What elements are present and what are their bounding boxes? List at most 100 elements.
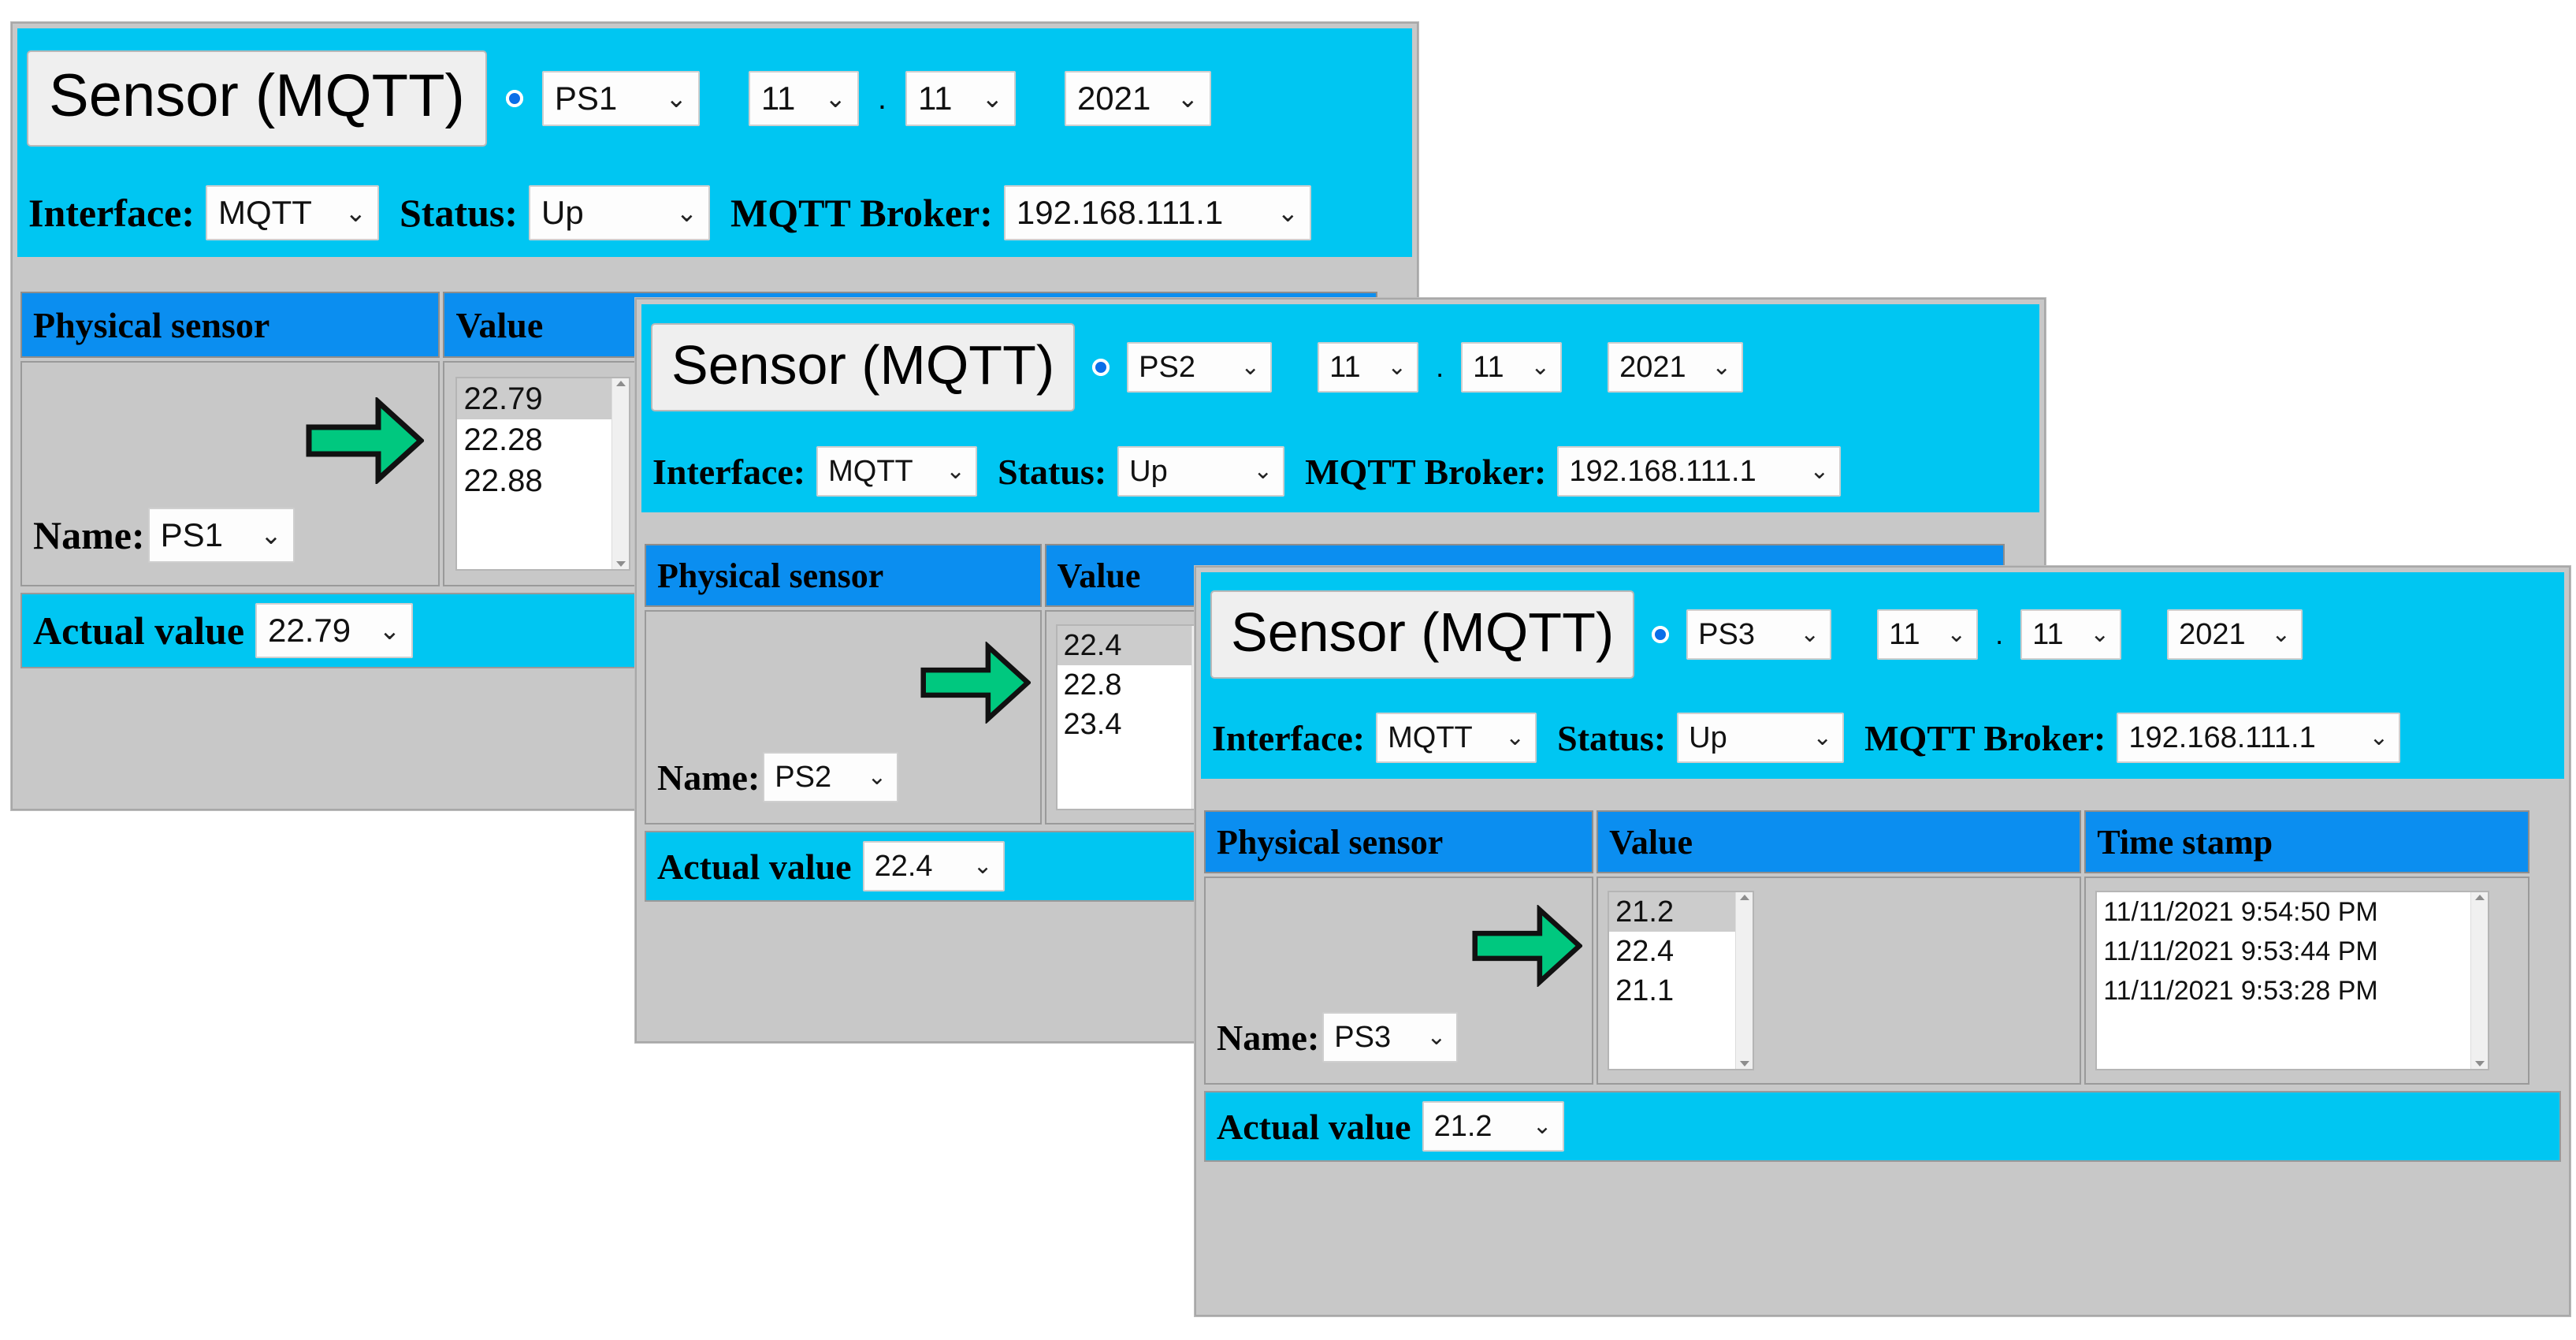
year-select-ps3[interactable]: 2021 ⌄	[2167, 609, 2303, 660]
day-select-ps3[interactable]: 11 ⌄	[1877, 609, 1979, 660]
scroll-down-arrow-icon[interactable]	[2474, 1061, 2485, 1066]
interface-select-ps2[interactable]: MQTT ⌄	[816, 446, 978, 497]
scroll-down-arrow-icon[interactable]	[1739, 1061, 1749, 1066]
radio-selected-icon[interactable]	[505, 90, 523, 107]
day-select-value: 11	[1329, 350, 1361, 384]
status-select-ps3[interactable]: Up ⌄	[1677, 713, 1845, 763]
chevron-down-icon: ⌄	[824, 83, 846, 113]
radio-selected-icon[interactable]	[1652, 626, 1670, 643]
name-select-ps2[interactable]: PS2 ⌄	[763, 752, 899, 802]
month-select-ps2[interactable]: 11 ⌄	[1461, 342, 1563, 393]
status-select-ps2[interactable]: Up ⌄	[1117, 446, 1285, 497]
physical-sensor-cell-ps3: Name: PS3 ⌄	[1204, 877, 1594, 1085]
status-label: Status:	[998, 451, 1107, 492]
sensor-window-ps1[interactable]: Sensor (MQTT) PS1 ⌄ 11 ⌄ . 11 ⌄	[11, 22, 1418, 810]
broker-select-ps1[interactable]: 192.168.111.1 ⌄	[1003, 185, 1311, 240]
name-field-group-ps1: Name: PS1 ⌄	[33, 508, 438, 563]
chevron-down-icon: ⌄	[1800, 621, 1820, 648]
year-select-ps1[interactable]: 2021 ⌄	[1064, 71, 1211, 126]
interface-select-ps3[interactable]: MQTT ⌄	[1376, 713, 1537, 763]
name-label: Name:	[33, 513, 145, 557]
interface-select-ps1[interactable]: MQTT ⌄	[206, 185, 379, 240]
list-item[interactable]: 11/11/2021 9:54:50 PM	[2103, 897, 2378, 927]
name-select-value: PS3	[1334, 1020, 1392, 1054]
timestamp-listbox-ps3[interactable]: 11/11/2021 9:54:50 PM 11/11/2021 9:53:44…	[2095, 891, 2490, 1070]
interface-row-ps2: Interface: MQTT ⌄ Status: Up ⌄ MQTT Brok…	[641, 430, 2039, 512]
chevron-down-icon: ⌄	[2271, 621, 2292, 648]
list-item[interactable]: 22.8	[1063, 668, 1122, 702]
title-bar-ps2: Sensor (MQTT) PS2 ⌄ 11 ⌄ . 11 ⌄	[641, 304, 2039, 430]
scroll-up-arrow-icon[interactable]	[1739, 895, 1749, 900]
value-option-list[interactable]: 22.4 22.8 23.4	[1057, 626, 1191, 809]
list-item[interactable]: 21.1	[1615, 974, 1675, 1007]
list-item[interactable]: 22.4	[1057, 626, 1191, 665]
list-item[interactable]: 22.28	[463, 422, 543, 457]
chevron-down-icon: ⌄	[1426, 1024, 1447, 1051]
date-separator: .	[1995, 618, 2004, 650]
scroll-up-arrow-icon[interactable]	[615, 381, 626, 386]
name-field-group-ps2: Name: PS2 ⌄	[657, 752, 1040, 802]
status-label: Status:	[400, 191, 519, 235]
list-item[interactable]: 21.2	[1609, 892, 1736, 932]
sensor-select-ps3[interactable]: PS3 ⌄	[1686, 609, 1832, 660]
time-stamp-cell-ps3: 11/11/2021 9:54:50 PM 11/11/2021 9:53:44…	[2084, 877, 2530, 1085]
page-title-ps2: Sensor (MQTT)	[651, 323, 1076, 411]
day-select-ps2[interactable]: 11 ⌄	[1318, 342, 1419, 393]
scroll-down-arrow-icon[interactable]	[615, 561, 626, 567]
actual-value-select-value: 22.79	[268, 612, 351, 649]
chevron-down-icon: ⌄	[867, 764, 887, 791]
year-select-value: 2021	[2179, 617, 2246, 651]
sensor-window-ps3[interactable]: Sensor (MQTT) PS3 ⌄ 11 ⌄ . 11 ⌄	[1195, 566, 2570, 1316]
list-item[interactable]: 22.4	[1615, 935, 1675, 968]
radio-selected-icon[interactable]	[1092, 359, 1110, 376]
interface-label: Interface:	[28, 191, 195, 235]
status-select-value: Up	[1129, 454, 1168, 488]
chevron-down-icon: ⌄	[344, 197, 366, 227]
month-select-ps1[interactable]: 11 ⌄	[905, 71, 1016, 126]
day-select-ps1[interactable]: 11 ⌄	[748, 71, 859, 126]
value-option-list[interactable]: 22.79 22.28 22.88	[457, 378, 612, 569]
table-row: Name: PS3 ⌄ 21.2 22.4 21.1	[1204, 877, 2530, 1085]
scrollbar-vertical[interactable]	[1735, 892, 1753, 1069]
sensor-select-ps2[interactable]: PS2 ⌄	[1127, 342, 1273, 393]
status-select-ps1[interactable]: Up ⌄	[529, 185, 711, 240]
broker-select-ps2[interactable]: 192.168.111.1 ⌄	[1557, 446, 1842, 497]
chevron-down-icon: ⌄	[1387, 354, 1407, 381]
timestamp-option-list[interactable]: 11/11/2021 9:54:50 PM 11/11/2021 9:53:44…	[2097, 892, 2470, 1069]
status-select-value: Up	[541, 194, 584, 231]
scrollbar-vertical[interactable]	[611, 378, 630, 569]
year-select-value: 2021	[1076, 80, 1151, 117]
value-option-list[interactable]: 21.2 22.4 21.1	[1609, 892, 1736, 1069]
actual-value-select-ps1[interactable]: 22.79 ⌄	[255, 603, 414, 658]
date-separator: .	[1436, 351, 1444, 383]
list-item[interactable]: 22.79	[457, 378, 612, 419]
page-title-ps3: Sensor (MQTT)	[1210, 590, 1635, 679]
name-select-ps3[interactable]: PS3 ⌄	[1322, 1012, 1459, 1063]
column-header-physical-sensor: Physical sensor	[645, 544, 1042, 607]
sensor-table-ps3: Physical sensor Value Time stamp Name: P…	[1201, 807, 2533, 1088]
column-header-physical-sensor: Physical sensor	[1204, 810, 1594, 873]
scrollbar-vertical[interactable]	[2470, 892, 2489, 1069]
broker-select-ps3[interactable]: 192.168.111.1 ⌄	[2117, 713, 2401, 763]
list-item[interactable]: 11/11/2021 9:53:28 PM	[2103, 976, 2378, 1006]
actual-value-select-ps3[interactable]: 21.2 ⌄	[1422, 1101, 1564, 1152]
chevron-down-icon: ⌄	[2090, 621, 2110, 648]
year-select-ps2[interactable]: 2021 ⌄	[1608, 342, 1744, 393]
broker-label: MQTT Broker:	[1305, 451, 1547, 492]
date-separator: .	[877, 80, 887, 116]
list-item[interactable]: 11/11/2021 9:53:44 PM	[2103, 936, 2378, 966]
chevron-down-icon: ⌄	[1532, 1113, 1552, 1140]
list-item[interactable]: 22.88	[463, 463, 543, 498]
interface-row-ps1: Interface: MQTT ⌄ Status: Up ⌄ MQTT Brok…	[17, 169, 1412, 257]
value-listbox-ps1[interactable]: 22.79 22.28 22.88	[455, 377, 631, 571]
column-header-time-stamp: Time stamp	[2084, 810, 2530, 873]
value-listbox-ps2[interactable]: 22.4 22.8 23.4	[1055, 624, 1210, 810]
value-listbox-ps3[interactable]: 21.2 22.4 21.1	[1608, 891, 1755, 1070]
name-select-ps1[interactable]: PS1 ⌄	[147, 508, 295, 563]
actual-value-select-ps2[interactable]: 22.4 ⌄	[862, 841, 1005, 891]
sensor-select-ps1[interactable]: PS1 ⌄	[541, 71, 700, 126]
chevron-down-icon: ⌄	[675, 197, 698, 227]
scroll-up-arrow-icon[interactable]	[2474, 895, 2485, 900]
list-item[interactable]: 23.4	[1063, 708, 1122, 741]
month-select-ps3[interactable]: 11 ⌄	[2020, 609, 2122, 660]
